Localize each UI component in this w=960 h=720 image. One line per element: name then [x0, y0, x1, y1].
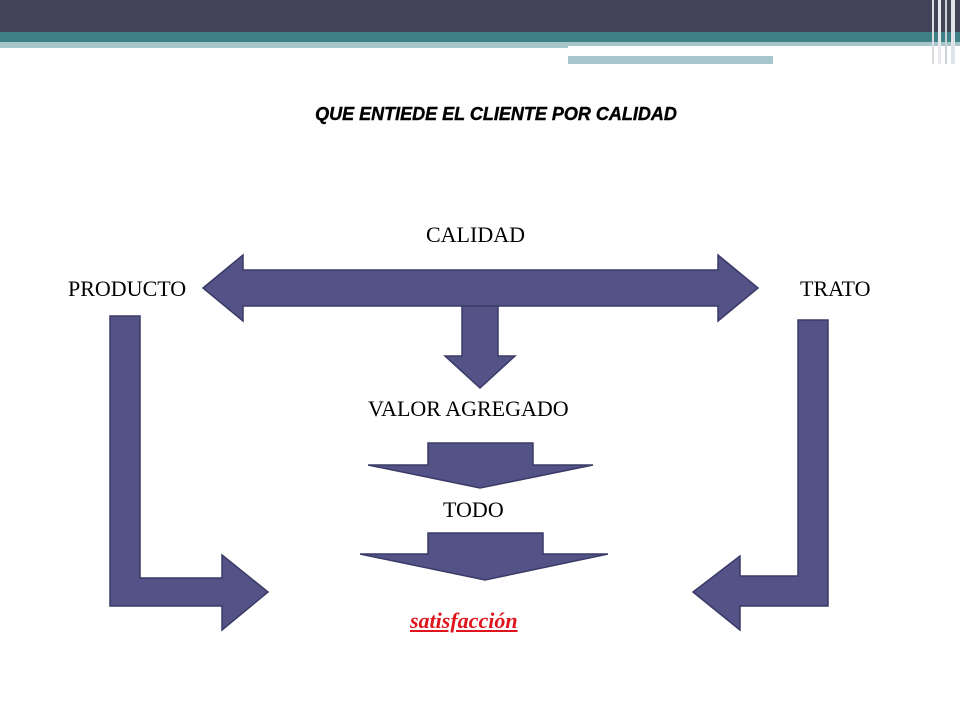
header-dark-bar — [0, 0, 960, 32]
down-arrow-valor — [443, 305, 517, 390]
slide-title: QUE ENTIEDE EL CLIENTE POR CALIDAD — [315, 104, 677, 124]
header-teal-bar — [0, 32, 960, 42]
label-calidad: CALIDAD — [426, 222, 525, 247]
header-corner-lines — [932, 0, 955, 64]
right-l-arrow — [691, 319, 829, 632]
label-satisfaccion: satisfacción — [410, 608, 518, 633]
header-light-bar — [0, 42, 568, 48]
label-producto: PRODUCTO — [68, 276, 187, 301]
left-l-arrow — [109, 315, 270, 632]
down-arrow-todo — [367, 442, 594, 489]
header-light-bar-right — [568, 42, 960, 46]
label-trato: TRATO — [800, 276, 871, 301]
down-arrow-satisfaccion — [359, 532, 609, 581]
label-todo: TODO — [443, 497, 504, 522]
header-white-line — [775, 50, 888, 52]
header-light-bar-short — [568, 56, 773, 64]
label-valor-agregado: VALOR AGREGADO — [368, 396, 569, 421]
double-arrow — [201, 253, 760, 323]
